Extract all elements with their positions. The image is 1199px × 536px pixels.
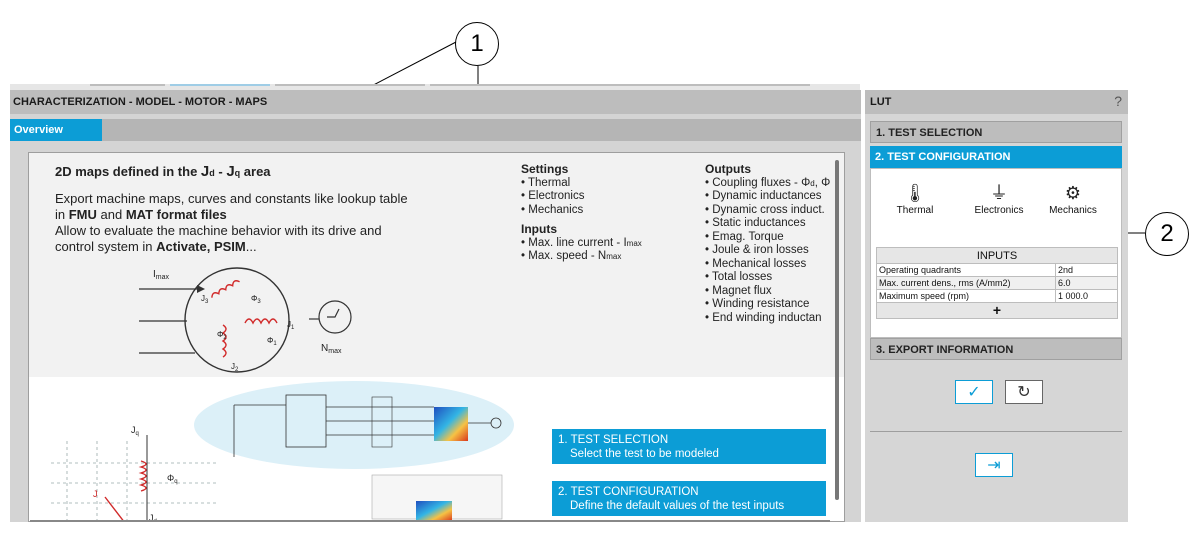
outputs-item: End winding inductan — [705, 312, 844, 326]
checkmark-icon: ✓ — [967, 384, 981, 401]
settings-item: Thermal — [521, 177, 642, 191]
reset-icon: ↻ — [1017, 384, 1031, 401]
jd-jq-grid: Jq Φq J Jd — [51, 425, 217, 521]
section-test-configuration[interactable]: 2. TEST CONFIGURATION — [870, 146, 1122, 168]
horizontal-scrollbar[interactable] — [30, 520, 830, 522]
export-icon: ⇥ — [987, 457, 1001, 474]
outputs-item: Total losses — [705, 271, 844, 285]
row-value[interactable]: 1 000.0 — [1055, 289, 1118, 303]
outputs-item: Winding resistance — [705, 298, 844, 312]
inputs-item: Max. line current - Imax — [521, 237, 642, 251]
table-row: Operating quadrants 2nd — [876, 263, 1118, 277]
thermometer-icon: 🌡 — [903, 183, 927, 203]
config-electronics[interactable]: ⏚ Electronics — [963, 181, 1035, 216]
outputs-item: Static inductances — [705, 217, 844, 231]
lut-title: LUT — [870, 96, 892, 108]
tab-overview[interactable]: Overview — [10, 119, 102, 141]
outputs-item: Coupling fluxes - Φd, Φ — [705, 177, 844, 191]
label-phi3: Φ3 — [251, 294, 261, 305]
label-jq: Jq — [131, 425, 139, 437]
inputs-item: Max. speed - Nmax — [521, 250, 642, 264]
settings-item: Mechanics — [521, 204, 642, 218]
row-value[interactable]: 6.0 — [1055, 276, 1118, 290]
overview-content: 2D maps defined in the Jd - Jq area Expo… — [28, 152, 845, 522]
callout-2: 2 — [1145, 212, 1189, 256]
scrollbar-thumb[interactable] — [835, 160, 839, 500]
step2-box: 2. TEST CONFIGURATION Define the default… — [552, 481, 826, 516]
row-label: Maximum speed (rpm) — [876, 289, 1056, 303]
table-row: Max. current dens., rms (A/mm2) 6.0 — [876, 276, 1118, 290]
row-label: Operating quadrants — [876, 263, 1056, 277]
label-j2: J2 — [231, 362, 239, 373]
export-button[interactable]: ⇥ — [975, 453, 1013, 477]
main-panel: CHARACTERIZATION - MODEL - MOTOR - MAPS … — [10, 90, 861, 522]
help-icon[interactable]: ? — [1114, 93, 1122, 109]
validate-button[interactable]: ✓ — [955, 380, 993, 404]
diode-icon: ⏚ — [990, 183, 1008, 203]
label-j1: J1 — [287, 320, 295, 331]
main-header: CHARACTERIZATION - MODEL - MOTOR - MAPS — [10, 90, 861, 114]
tab-strip — [10, 84, 860, 90]
label-j: J — [93, 489, 98, 499]
overview-title: 2D maps defined in the Jd - Jq area — [55, 163, 271, 180]
circuit-schematic — [194, 381, 514, 521]
outputs-item: Magnet flux — [705, 285, 844, 299]
row-label: Max. current dens., rms (A/mm2) — [876, 276, 1056, 290]
outputs-item: Dynamic inductances — [705, 190, 844, 204]
outputs-column: Outputs Coupling fluxes - Φd, Φ Dynamic … — [705, 163, 844, 326]
overview-lower: Jq Φq J Jd — [29, 377, 844, 521]
config-thermal[interactable]: 🌡 Thermal — [879, 181, 951, 216]
inputs-header: INPUTS — [876, 247, 1118, 264]
inputs-title: Inputs — [521, 222, 557, 236]
gears-icon: ⚙ — [1064, 183, 1082, 203]
inputs-table: INPUTS Operating quadrants 2nd Max. curr… — [876, 247, 1118, 319]
section-test-selection[interactable]: 1. TEST SELECTION — [870, 121, 1122, 143]
label-j3: J3 — [201, 294, 209, 305]
label-phiq: Φq — [167, 473, 178, 485]
lut-panel: LUT ? 1. TEST SELECTION 2. TEST CONFIGUR… — [865, 90, 1128, 522]
add-input-button[interactable]: + — [876, 302, 1118, 319]
label-nmax: Nmax — [321, 343, 342, 355]
divider — [870, 431, 1122, 432]
outputs-title: Outputs — [705, 163, 751, 176]
overview-description: Export machine maps, curves and constant… — [55, 191, 408, 254]
config-mechanics[interactable]: ⚙ Mechanics — [1037, 181, 1109, 216]
label-phi2: Φ2 — [217, 330, 227, 341]
test-configuration-body: 🌡 Thermal ⏚ Electronics ⚙ Mechanics INPU… — [870, 168, 1122, 338]
motor-diagram: Imax Nmax Φ3 Φ2 Φ1 J3 J1 J2 — [139, 267, 352, 373]
settings-item: Electronics — [521, 190, 642, 204]
label-phi1: Φ1 — [267, 336, 277, 347]
vertical-scrollbar[interactable] — [830, 152, 842, 512]
label-imax: Imax — [153, 269, 170, 281]
table-row: Maximum speed (rpm) 1 000.0 — [876, 289, 1118, 303]
outputs-item: Dynamic cross induct. — [705, 204, 844, 218]
outputs-item: Emag. Torque — [705, 231, 844, 245]
step1-box: 1. TEST SELECTION Select the test to be … — [552, 429, 826, 464]
settings-title: Settings — [521, 162, 569, 176]
lut-header: LUT ? — [865, 90, 1128, 114]
row-value[interactable]: 2nd — [1055, 263, 1118, 277]
settings-column: Settings Thermal Electronics Mechanics I… — [521, 162, 642, 264]
outputs-item: Mechanical losses — [705, 258, 844, 272]
callout-1: 1 — [455, 22, 499, 66]
tab-bar: Overview — [10, 119, 861, 141]
overview-upper: 2D maps defined in the Jd - Jq area Expo… — [29, 153, 844, 377]
outputs-item: Joule & iron losses — [705, 244, 844, 258]
section-export-information[interactable]: 3. EXPORT INFORMATION — [870, 338, 1122, 360]
reset-button[interactable]: ↻ — [1005, 380, 1043, 404]
